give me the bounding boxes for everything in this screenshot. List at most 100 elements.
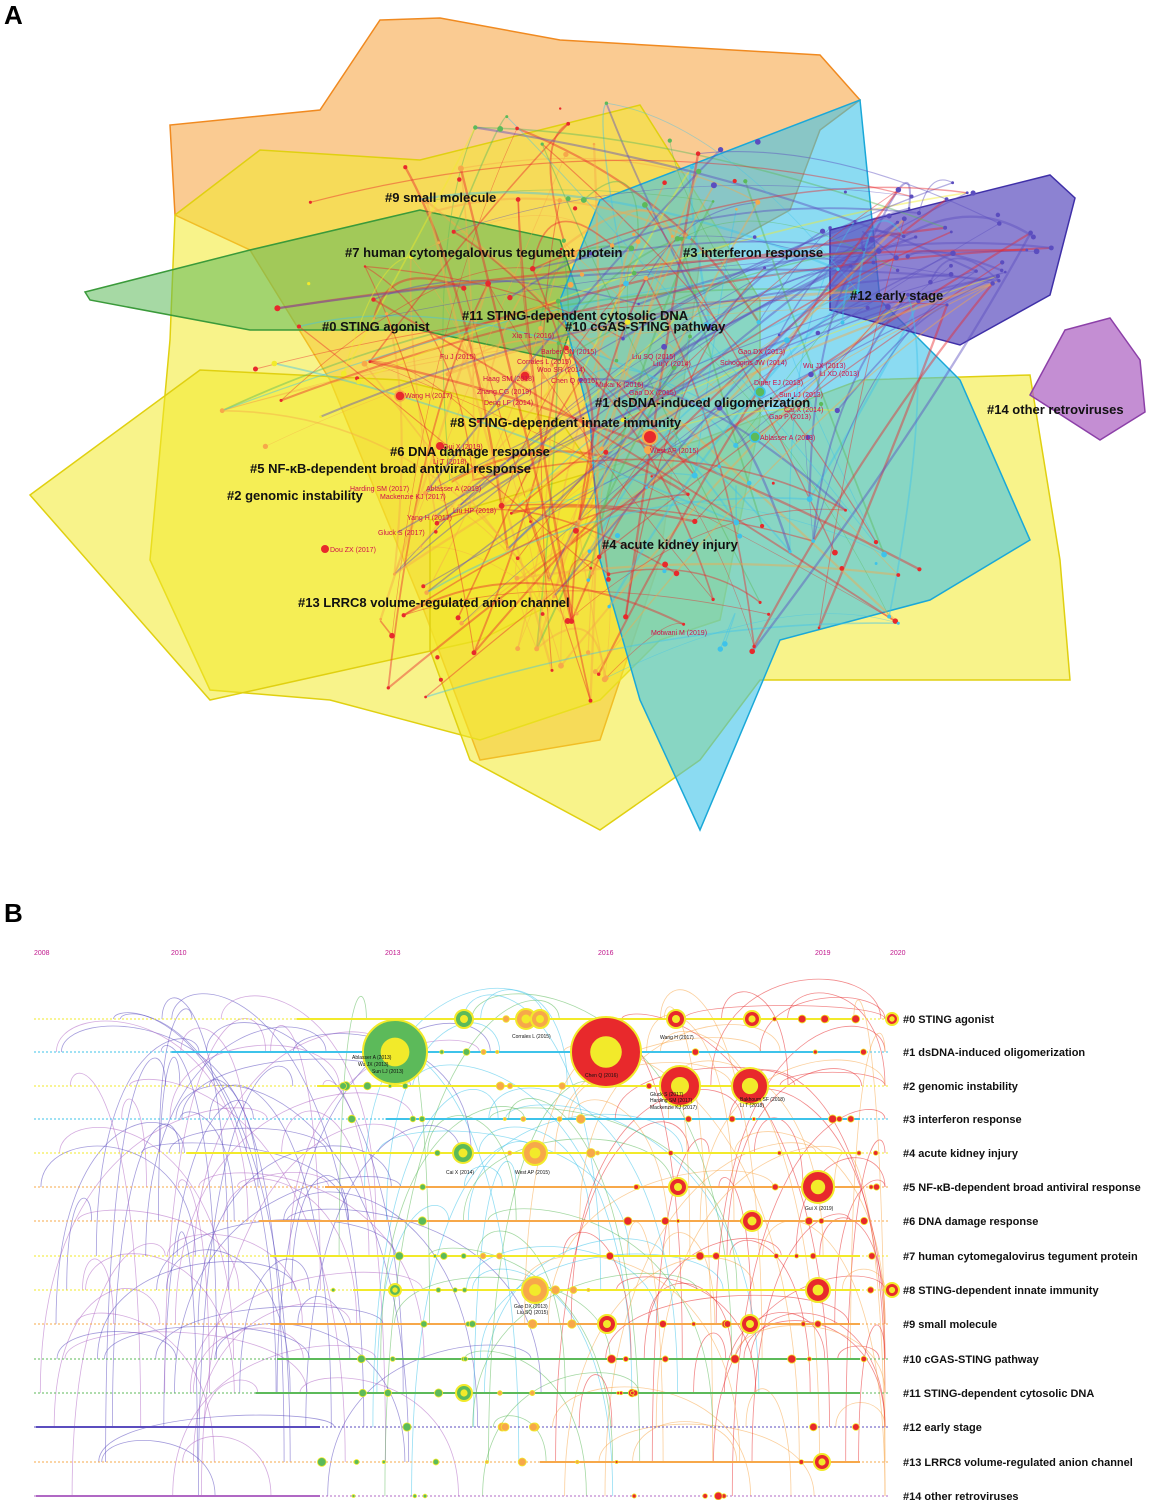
reference-node [1030,234,1036,240]
citation-link [517,199,572,622]
timeline-arc [467,1114,683,1222]
node-label: Sun LJ (2013) [372,1069,404,1075]
author-label: Woo SR (2014) [537,367,585,374]
reference-node [970,190,976,196]
citation-link [569,354,714,600]
citation-link [475,126,977,273]
reference-node [756,319,761,325]
citation-link [535,182,666,649]
citation-link [393,192,968,575]
citation-link [907,250,1003,272]
citation-link [638,241,1052,306]
citation-link [404,166,509,550]
citation-link [510,505,696,523]
citation-link [525,316,678,453]
timeline-arc [179,1111,235,1222]
reference-node [892,618,899,624]
timeline-burst-core [392,1287,398,1293]
reference-node [363,265,367,268]
reference-node [614,533,621,539]
reference-node [319,415,322,418]
timeline-arc [376,1204,450,1394]
timeline-arc [835,1402,886,1428]
timeline-arc [169,1044,340,1120]
cluster-label-6: #6 DNA damage response [390,444,550,459]
timeline-burst-core [536,1015,544,1023]
author-label: Li XD (2013) [820,371,859,378]
timeline-arc [731,1109,886,1497]
reference-node [473,125,478,130]
reference-node [620,417,625,423]
timeline-node [868,1184,874,1190]
reference-node [679,236,684,241]
panel-a-label: A [4,0,23,30]
reference-node [534,646,540,652]
reference-node [771,481,775,485]
reference-node [356,378,362,385]
citation-link [460,168,475,481]
citation-link [575,530,611,680]
timeline-node [804,1216,814,1226]
citation-link [918,179,953,214]
timeline-arc [164,1018,266,1394]
timeline-arc [223,1172,329,1222]
citation-link [689,336,890,617]
citation-link [540,200,561,671]
timeline-arc [651,1138,710,1463]
reference-node [643,275,649,281]
timeline-arc [548,1170,774,1325]
timeline-arc [283,1191,478,1428]
reference-node [916,298,921,304]
year-tick: 2016 [598,950,614,957]
citation-link [615,240,639,361]
reference-node [423,490,428,496]
reference-node [752,644,756,649]
timeline-node [852,1423,860,1431]
timeline-label-0: #0 STING agonist [903,1014,994,1026]
citation-link [426,200,900,625]
timeline-arc [220,995,377,1222]
author-label: Zhang CG (2019) [477,389,531,396]
reference-node [667,138,672,143]
timeline-arc [751,1213,851,1463]
reference-node [682,622,686,626]
timeline-burst-core [812,1284,824,1296]
timeline-node [614,1460,619,1464]
timeline-node [860,1355,868,1363]
reference-node [586,578,591,582]
citation-link [583,180,639,242]
reference-node [522,497,527,501]
timeline-node [558,1082,566,1090]
timeline-node [517,1457,527,1467]
reference-node [696,168,702,175]
reference-node [561,238,566,243]
citation-link [536,627,606,680]
citation-link [789,221,856,552]
reference-node [552,594,556,599]
timeline-arc [616,1276,757,1394]
cluster-label-12: #12 early stage [850,288,943,303]
citation-link [426,255,561,593]
reference-node [788,550,792,554]
timeline-arc [239,1258,310,1394]
citation-link [812,270,977,542]
node-label: Wang H (2017) [660,1035,694,1041]
timeline-arc [120,1013,291,1463]
reference-node [733,442,739,448]
citation-link [517,189,899,559]
timeline-burst-core [674,1183,682,1191]
timeline-node [462,1356,468,1362]
year-tick: 2008 [34,950,50,957]
reference-node [828,226,832,230]
citation-link [369,226,946,363]
timeline-node [556,1116,563,1122]
reference-node [819,228,826,234]
timeline-arc [834,1151,886,1497]
reference-node [589,566,593,570]
reference-node [995,273,1001,279]
reference-node [1003,270,1007,274]
reference-node [384,312,389,316]
reference-node [572,527,579,534]
timeline-label-2: #2 genomic instability [903,1081,1019,1093]
reference-node [735,207,738,211]
